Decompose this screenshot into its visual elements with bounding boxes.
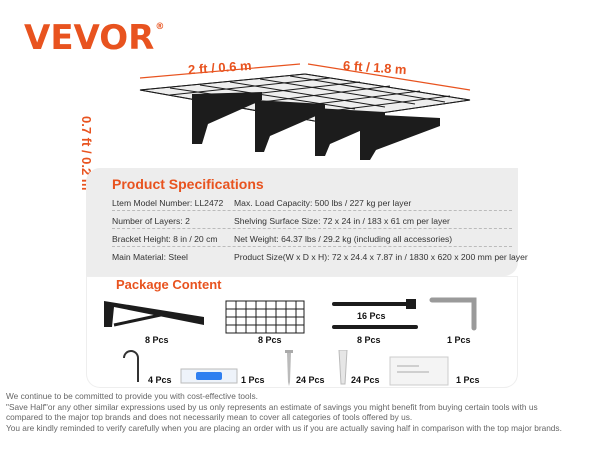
spec-divider xyxy=(112,228,512,229)
spec-divider xyxy=(112,210,512,211)
disclaimer-line: We continue to be committed to provide y… xyxy=(6,391,258,401)
bracket-qty: 8 Pcs xyxy=(145,335,169,345)
shelf-illustration xyxy=(139,63,471,160)
disclaimer-line: You are kindly reminded to verify carefu… xyxy=(6,422,562,433)
bracket-image xyxy=(104,301,204,327)
wire-grid-qty: 8 Pcs xyxy=(258,335,282,345)
hook-image xyxy=(123,350,139,382)
specifications-panel xyxy=(86,168,518,276)
disclaimer-line: "Save Half"or any other similar expressi… xyxy=(6,401,538,412)
spec-surface: Shelving Surface Size: 72 x 24 in / 183 … xyxy=(234,216,450,226)
brand-logo: VEVOR® xyxy=(24,18,164,58)
specifications-title: Product Specifications xyxy=(112,176,264,192)
dimension-lines xyxy=(139,63,471,91)
screw-qty: 24 Pcs xyxy=(296,375,325,385)
brackets xyxy=(192,92,440,160)
tie-strap-image xyxy=(332,299,416,309)
spirit-level-qty: 1 Pcs xyxy=(241,375,265,385)
disclaimer-line: compared to the major top brands and doe… xyxy=(6,412,413,422)
spec-weight: Net Weight: 64.37 lbs / 29.2 kg (includi… xyxy=(234,234,453,244)
logo-text: VEVOR xyxy=(24,18,155,58)
support-bar-qty: 8 Pcs xyxy=(357,335,381,345)
wall-anchor-image xyxy=(338,350,348,385)
package-title: Package Content xyxy=(116,277,222,292)
l-wrench-qty: 1 Pcs xyxy=(447,335,471,345)
spirit-level-image xyxy=(180,368,238,384)
hook-qty: 4 Pcs xyxy=(148,375,172,385)
installation-template-image xyxy=(389,356,449,386)
tie-strap-qty: 16 Pcs xyxy=(357,311,386,321)
disclaimer: We continue to be committed to provide y… xyxy=(6,391,598,433)
spec-load: Max. Load Capacity: 500 lbs / 227 kg per… xyxy=(234,198,412,208)
spec-size: Product Size(W x D x H): 72 x 24.4 x 7.8… xyxy=(234,252,528,262)
spec-material: Main Material: Steel xyxy=(112,252,188,262)
spec-bracket-height: Bracket Height: 8 in / 20 cm xyxy=(112,234,218,244)
wire-grid-image xyxy=(225,300,305,334)
spec-model: Ltem Model Number: LL2472 xyxy=(112,198,224,208)
screw-image xyxy=(285,350,293,386)
installation-template-qty: 1 Pcs xyxy=(456,375,480,385)
wall-anchor-qty: 24 Pcs xyxy=(351,375,380,385)
spec-divider xyxy=(112,246,512,247)
l-wrench-image xyxy=(429,297,477,331)
registered-mark: ® xyxy=(155,22,165,32)
support-bar-image xyxy=(332,325,418,329)
spec-layers: Number of Layers: 2 xyxy=(112,216,190,226)
